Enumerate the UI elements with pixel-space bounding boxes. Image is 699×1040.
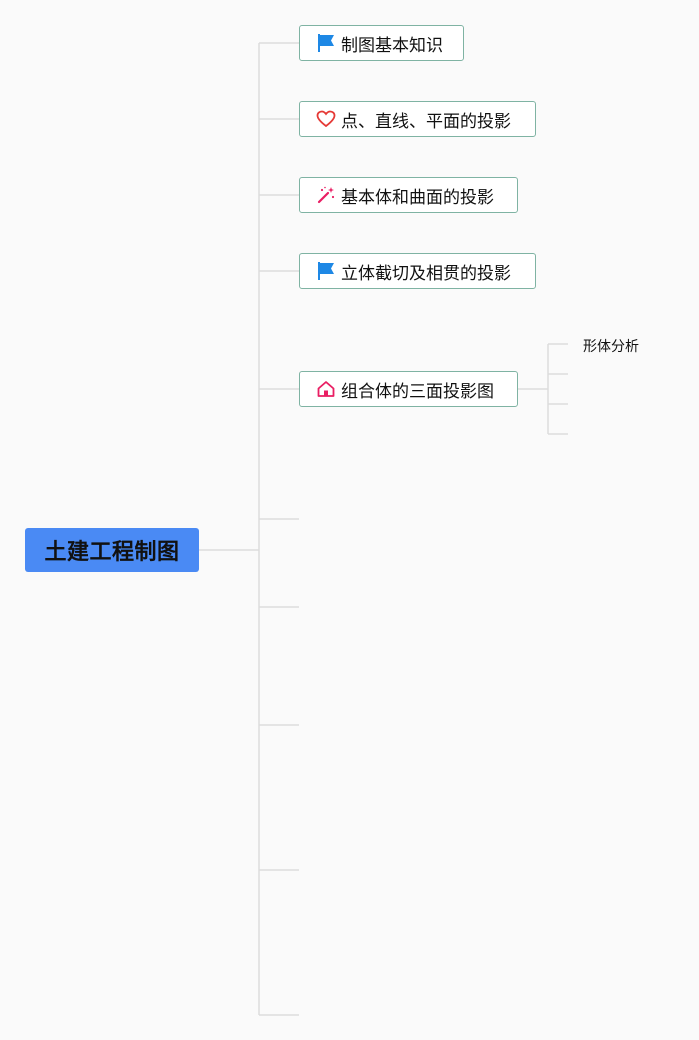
branch-node[interactable]: 组合体的三面投影图: [299, 371, 518, 407]
branch-node[interactable]: 点、直线、平面的投影: [299, 101, 536, 137]
root-topic-label: 土建工程制图: [44, 540, 180, 565]
sub-topic-label: 形体分析: [583, 339, 639, 355]
branch-label: 基本体和曲面的投影: [341, 187, 494, 208]
branch-label: 点、直线、平面的投影: [341, 111, 511, 132]
branch-node[interactable]: 立体截切及相贯的投影: [299, 253, 536, 289]
sub-topic[interactable]: 形体分析: [583, 336, 639, 356]
magic-wand-icon: [316, 185, 336, 205]
root-topic[interactable]: 土建工程制图: [25, 528, 199, 572]
branch-label: 组合体的三面投影图: [341, 381, 494, 402]
branch-label: 制图基本知识: [341, 35, 443, 56]
heart-icon: [316, 109, 336, 129]
branch-label: 立体截切及相贯的投影: [341, 263, 511, 284]
branch-node[interactable]: 制图基本知识: [299, 25, 464, 61]
branch-node[interactable]: 基本体和曲面的投影: [299, 177, 518, 213]
flag-icon: [316, 261, 336, 281]
home-icon: [316, 379, 336, 399]
flag-icon: [316, 33, 336, 53]
